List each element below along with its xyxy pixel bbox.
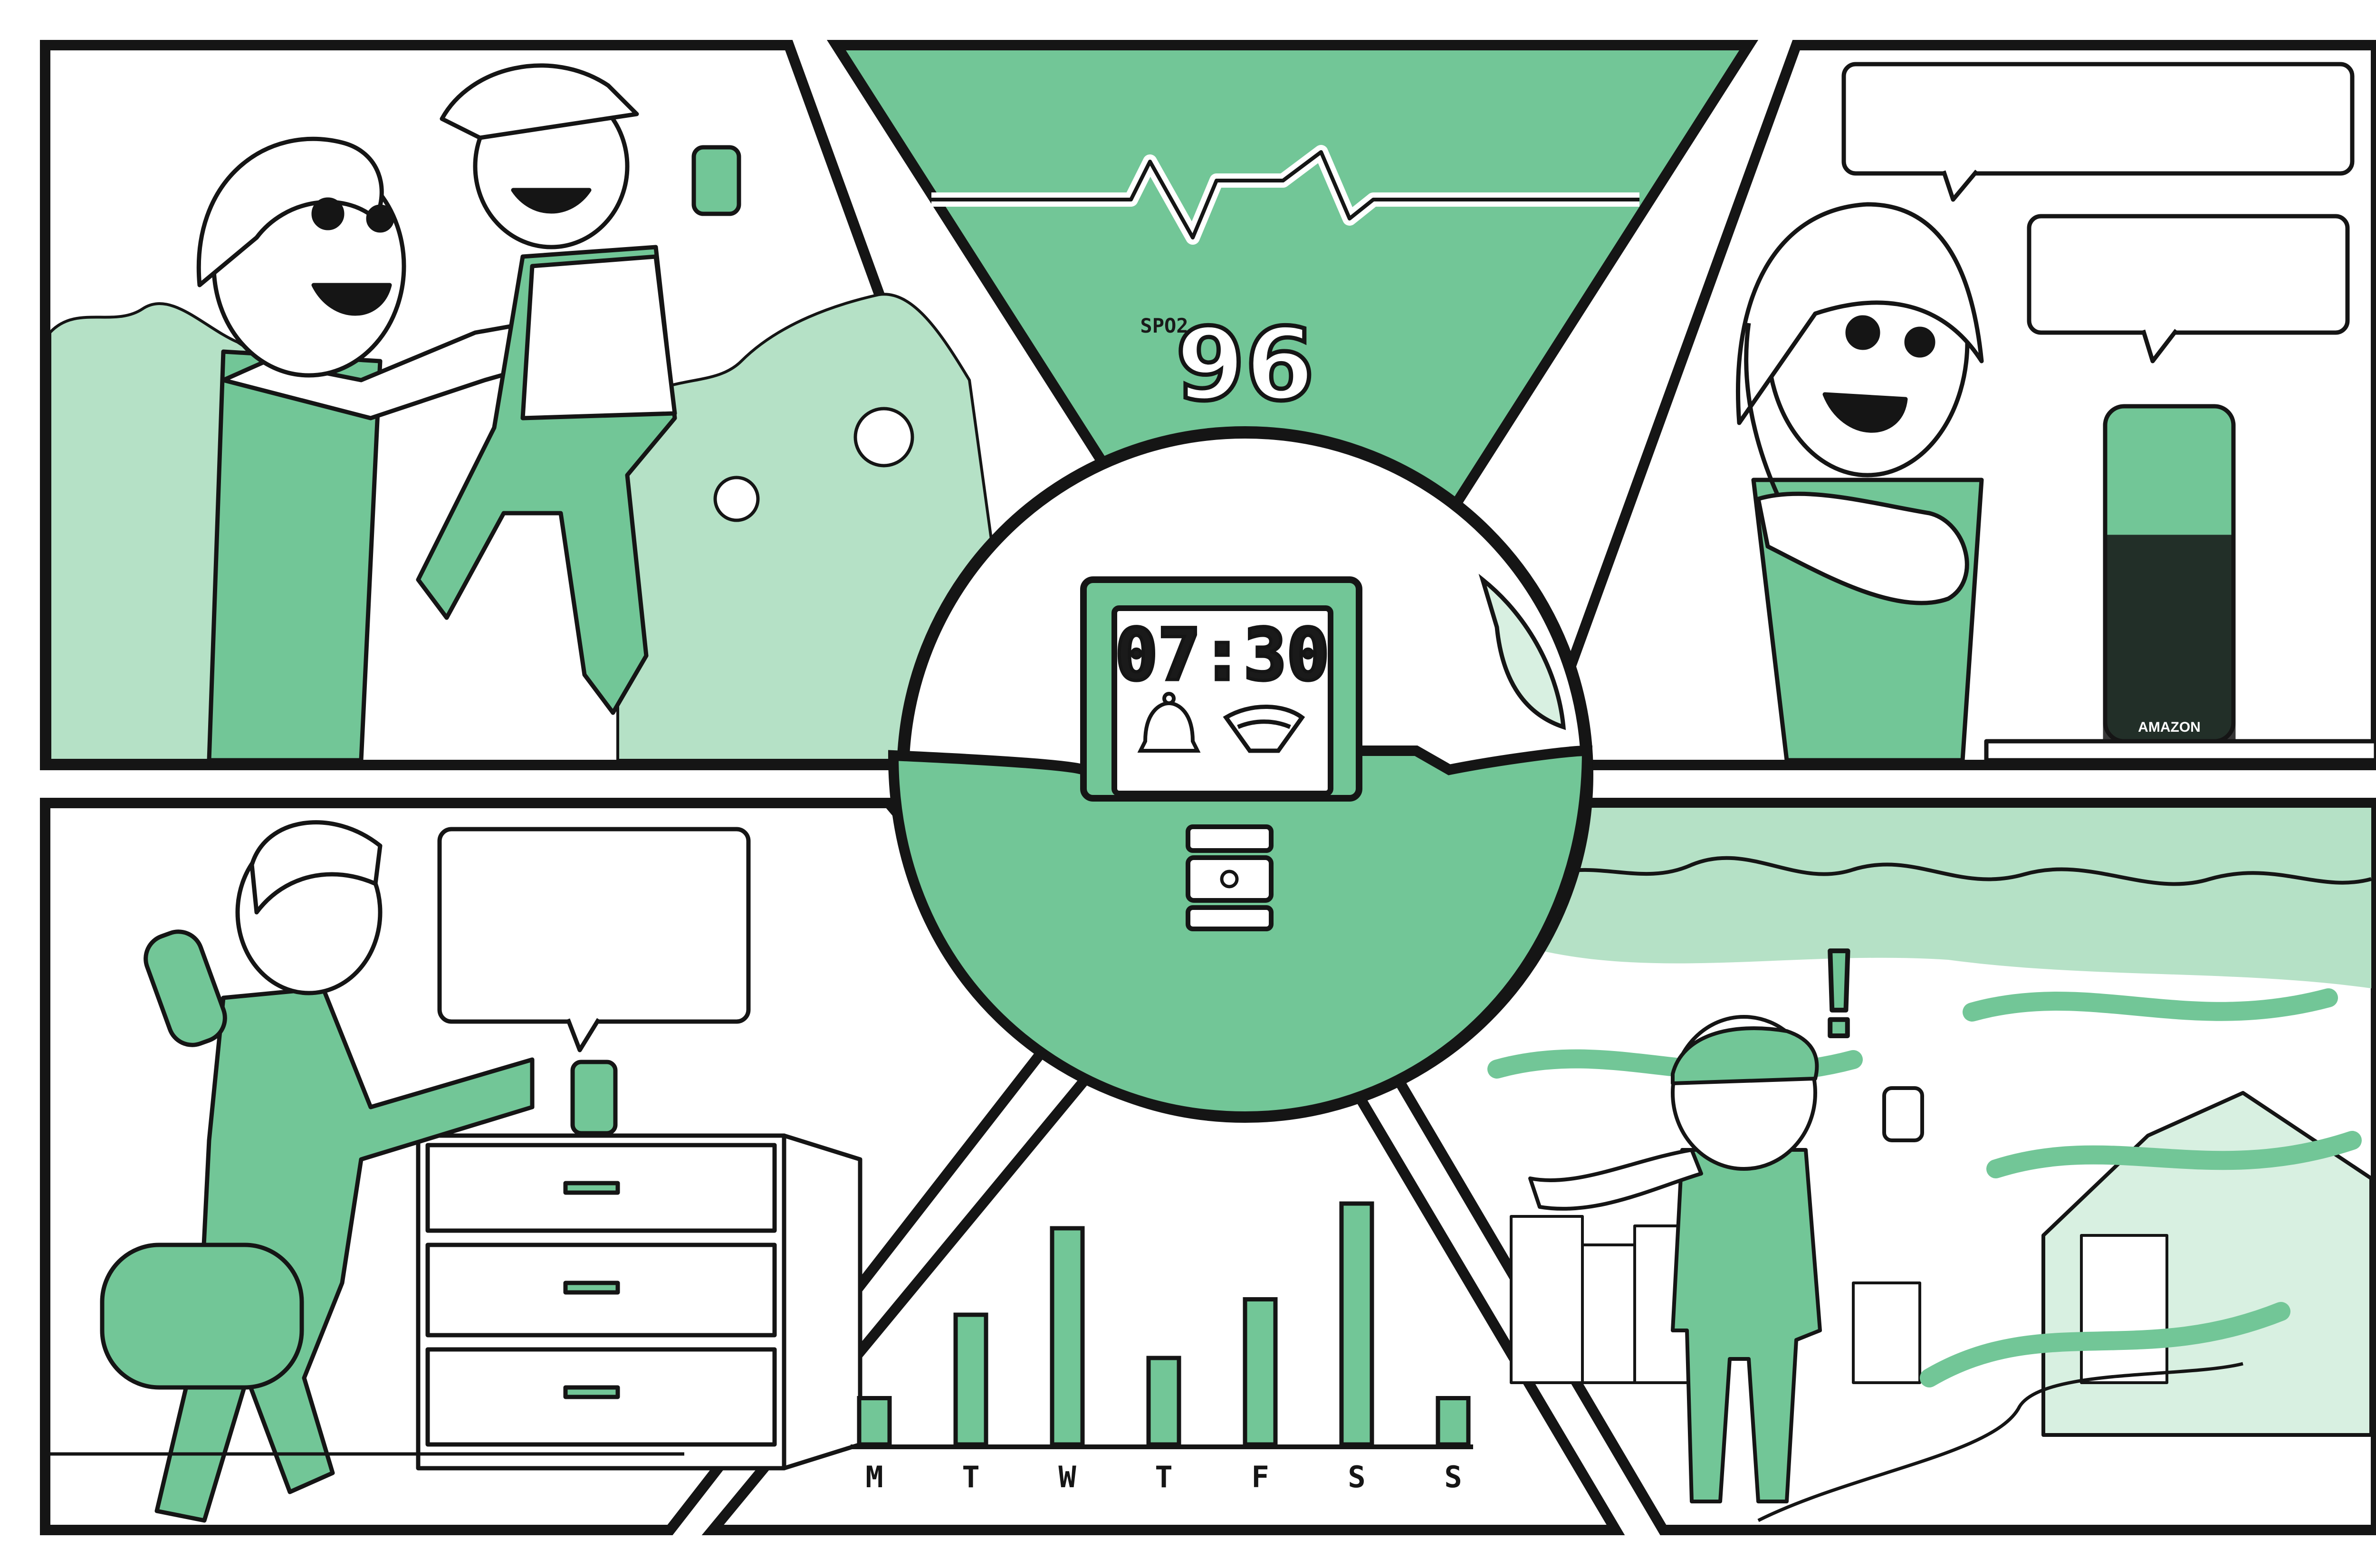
wind-streaks — [1487, 988, 2362, 1387]
bar-6 — [1436, 1396, 1471, 1447]
bar-2 — [1050, 1226, 1085, 1447]
bar-0 — [857, 1396, 892, 1447]
departure-scene — [45, 820, 862, 1523]
inhaler-on-dresser — [570, 1060, 618, 1136]
bar-3 — [1146, 1356, 1181, 1447]
boy-figure — [1671, 1148, 1822, 1503]
up-arrow-button[interactable] — [1186, 824, 1274, 853]
tick-label-1: T — [962, 1460, 979, 1494]
tick-label-0: M — [865, 1460, 883, 1494]
speech-bubble-1 — [1841, 62, 2355, 176]
tick-label-5: S — [1348, 1460, 1365, 1494]
tick-label-2: W — [1058, 1460, 1076, 1494]
weather-scene: ! — [1487, 808, 2373, 1522]
device-clock: 07:30 — [1115, 614, 1330, 697]
flower-icons — [713, 407, 914, 522]
inhaler-in-hand — [691, 145, 741, 216]
alert-exclamation: ! — [1819, 925, 1860, 1062]
vitals-panel: SPO2 96 — [931, 145, 1639, 425]
tick-label-4: F — [1251, 1460, 1269, 1494]
bell-icon — [1137, 692, 1201, 753]
bar-1 — [953, 1312, 988, 1447]
yoga-mat — [144, 929, 227, 1047]
spo2-value: 96 — [1176, 306, 1314, 423]
tick-label-6: S — [1444, 1460, 1462, 1494]
speech-bubble-3 — [437, 827, 751, 1024]
dresser — [416, 1133, 862, 1471]
bar-4 — [1243, 1297, 1278, 1447]
speaker-scene: AMAZON — [1736, 62, 2376, 763]
counter — [1984, 739, 2376, 763]
city-skyline — [1510, 1215, 2168, 1384]
spo2-label: SPO2 — [1140, 314, 1188, 337]
child-figure — [416, 63, 741, 715]
tick-label-3: T — [1155, 1460, 1172, 1494]
bar-5 — [1339, 1201, 1374, 1447]
duffel-bag — [100, 1243, 304, 1390]
panel-top-center — [826, 40, 1759, 770]
speech-bubble-2 — [2027, 214, 2350, 335]
monitoring-device: 07:30 — [888, 426, 1593, 1123]
inhaler-held — [1882, 1086, 1924, 1142]
wifi-signal-icon — [1223, 705, 1305, 753]
stormy-sky — [1540, 808, 2371, 988]
center-button[interactable] — [1186, 855, 1274, 903]
path-road — [1757, 1362, 2243, 1522]
speaker-brand-label: AMAZON — [2138, 719, 2201, 735]
down-arrow-button[interactable] — [1186, 905, 1274, 931]
family-scene — [48, 63, 1024, 763]
bushes-right — [616, 293, 1024, 762]
scarf — [1528, 1148, 1703, 1211]
chart-bars — [857, 1201, 1471, 1447]
